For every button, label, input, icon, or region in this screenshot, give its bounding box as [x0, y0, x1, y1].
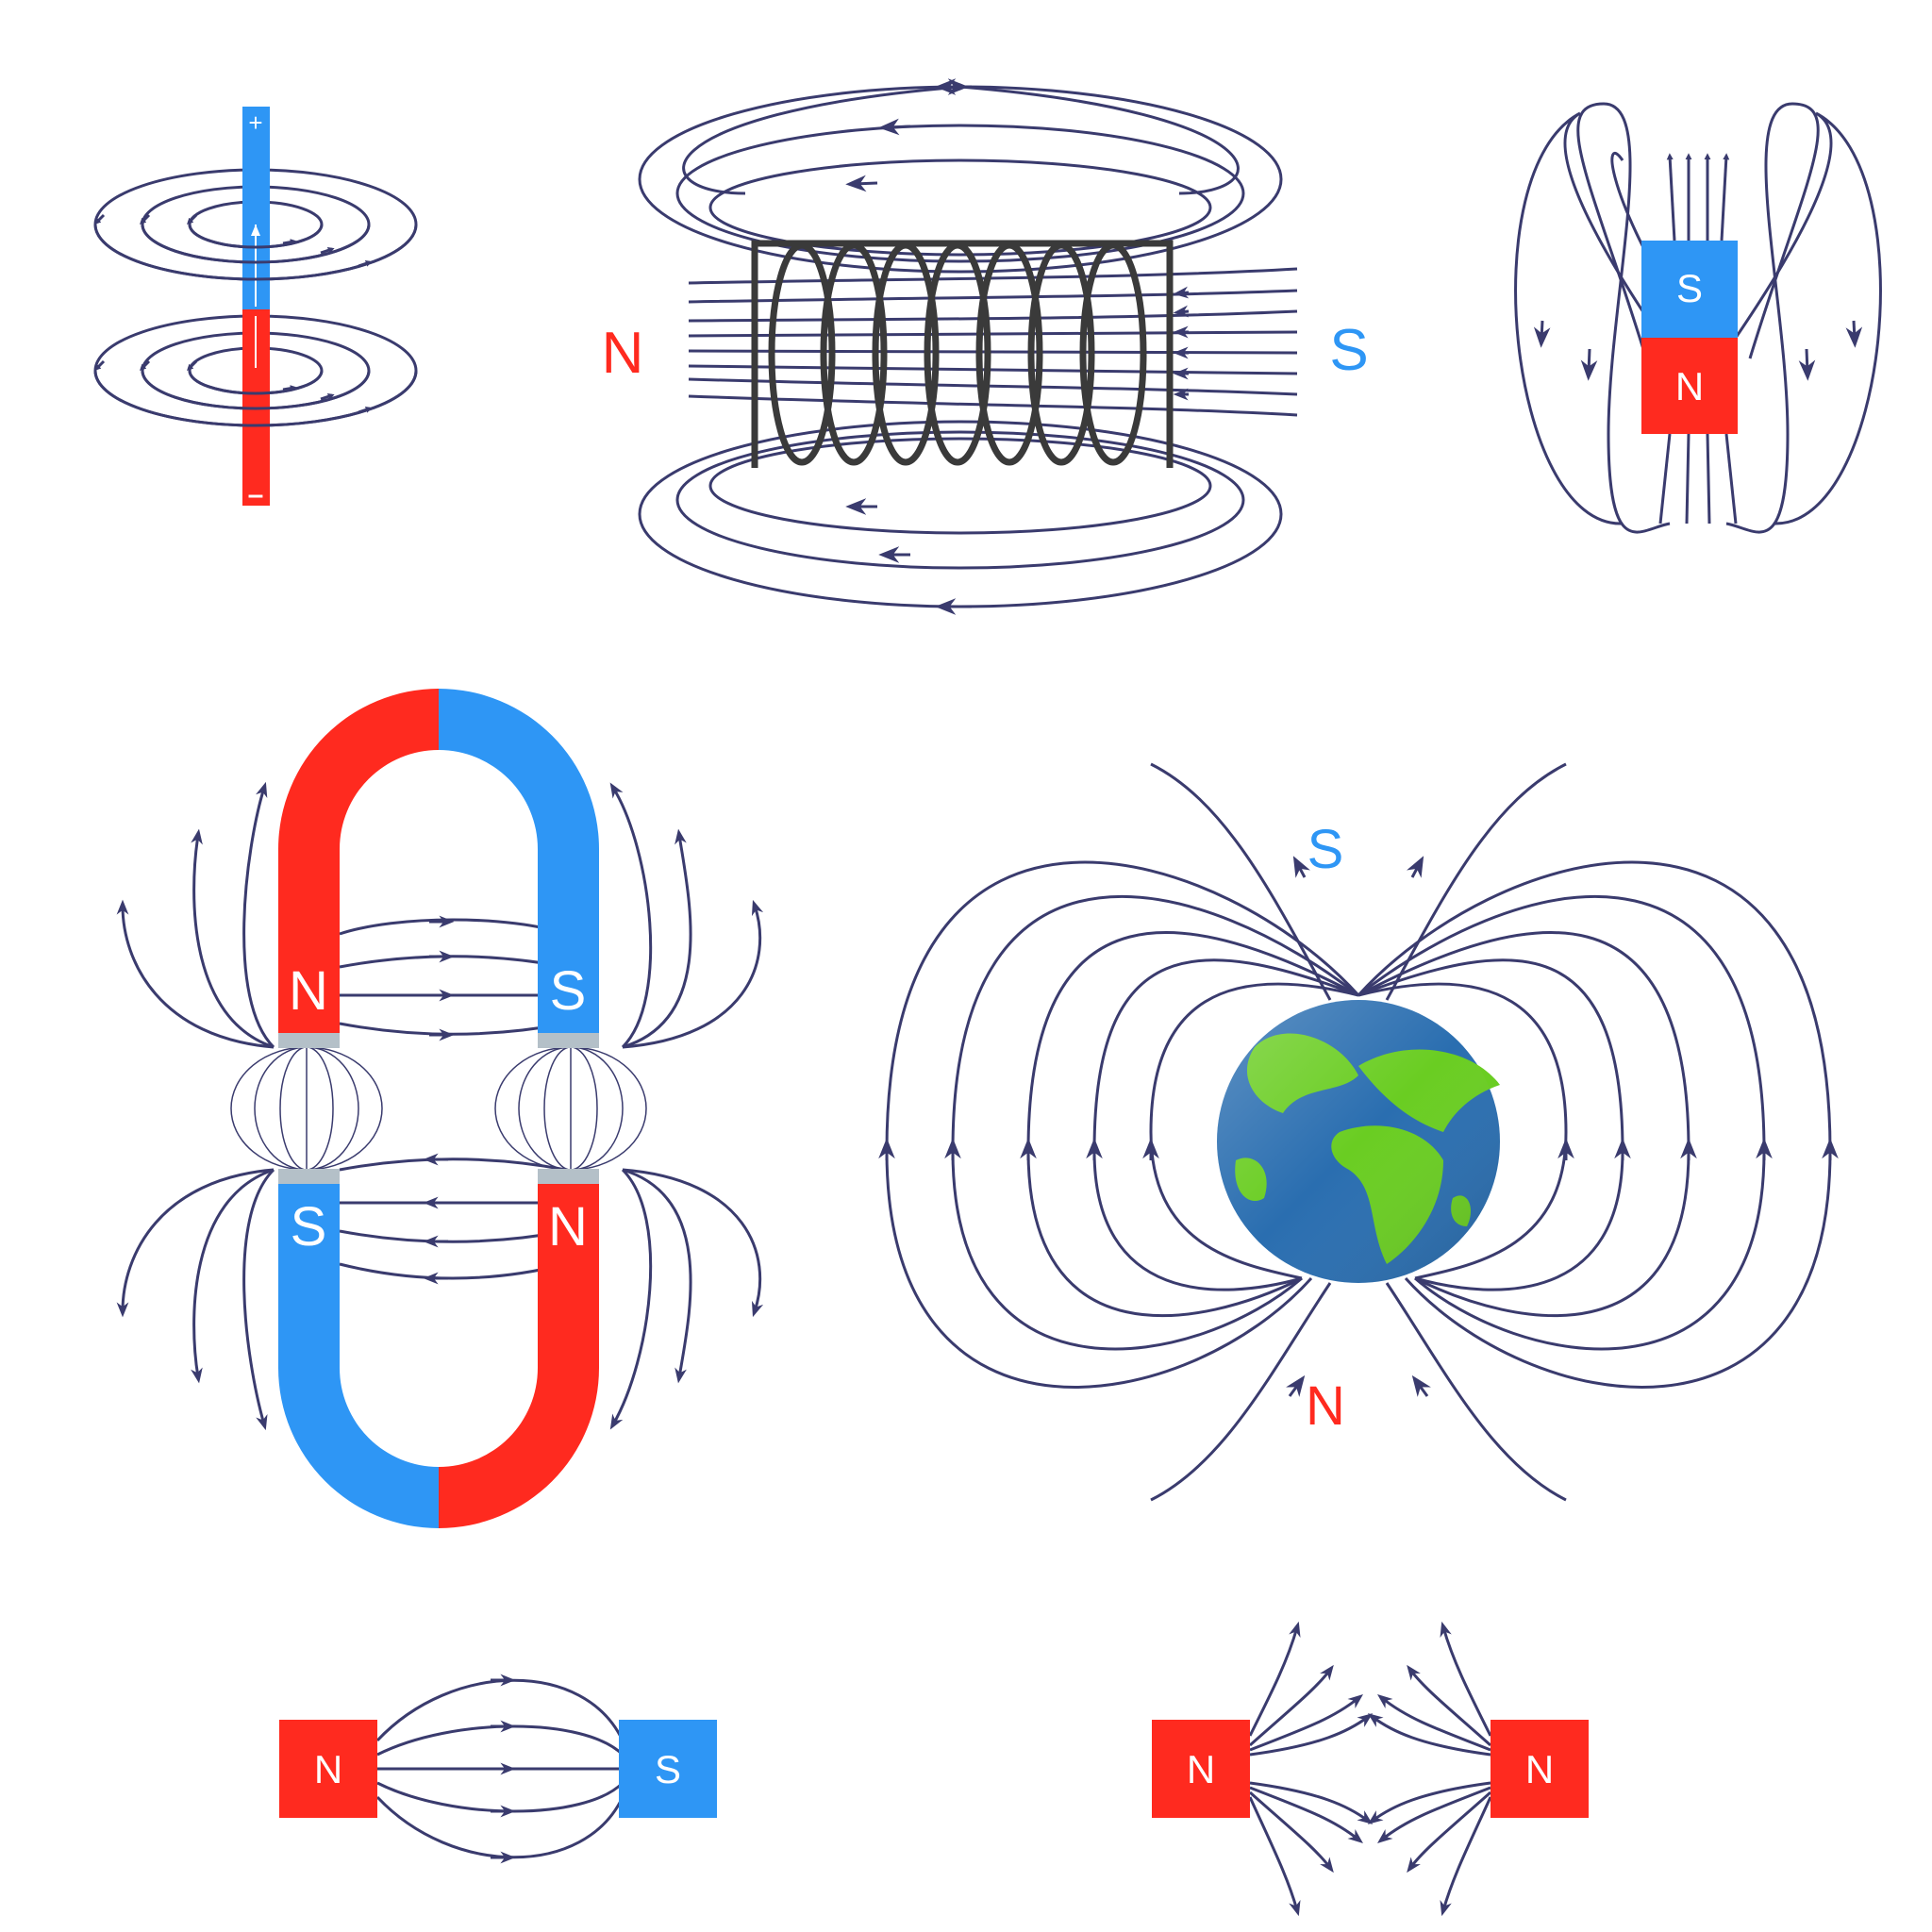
plus-sign: +: [248, 108, 262, 137]
horseshoe-bottom-left-arm: [278, 1184, 439, 1528]
earth-field-lines: [878, 762, 1839, 1502]
repulsion-field-lines: [1248, 1621, 1492, 1917]
horseshoe-top-left-arm: [278, 689, 439, 1033]
repulsion-right-north-block: [1491, 1720, 1589, 1818]
attraction-magnets: N S: [279, 1720, 717, 1818]
attraction-south-label: S: [655, 1747, 681, 1791]
horseshoe-gap-fields: [230, 1046, 647, 1171]
horseshoe-top-right-arm: [439, 689, 599, 1033]
repulsion-magnets: N N: [1152, 1720, 1589, 1818]
pole-cap: [538, 1169, 599, 1184]
pole-cap: [538, 1033, 599, 1048]
horseshoe-bottom-left-label: S: [291, 1196, 327, 1257]
bar-magnet: S N: [1641, 241, 1738, 434]
solenoid-diagram: [638, 78, 1298, 615]
attraction-field-lines: [375, 1674, 625, 1864]
earth-globe: [1217, 1000, 1500, 1283]
solenoid-north-label: N: [602, 321, 644, 386]
repulsion-left-north-block: [1152, 1720, 1250, 1818]
bar-magnet-north-label: N: [1675, 364, 1704, 408]
horseshoe-top-right-label: S: [550, 960, 587, 1022]
horseshoe-bottom-right-label: N: [548, 1196, 588, 1257]
solenoid-south-label: S: [1329, 318, 1368, 383]
bar-magnet-north-pole: [1641, 338, 1738, 434]
horseshoe-magnet: N S S N: [278, 689, 599, 1528]
bar-magnet-south-label: S: [1676, 266, 1703, 310]
bar-magnet-diagram: [1514, 102, 1882, 534]
earth-north-label: N: [1306, 1375, 1345, 1437]
horseshoe-bottom-right-arm: [439, 1184, 599, 1528]
pole-cap: [278, 1033, 340, 1048]
minus-sign: –: [248, 479, 264, 510]
horseshoe-top-left-label: N: [289, 960, 328, 1022]
attraction-north-label: N: [314, 1747, 342, 1791]
solenoid-coil: [751, 240, 1174, 468]
earth-south-label: S: [1307, 819, 1344, 880]
bar-magnet-south-pole: [1641, 241, 1738, 338]
horseshoe-field-lines: [116, 781, 764, 1431]
pole-cap: [278, 1169, 340, 1184]
repulsion-right-label: N: [1525, 1747, 1554, 1791]
attraction-south-block: [619, 1720, 717, 1818]
wire-rod: [242, 107, 270, 506]
repulsion-left-label: N: [1187, 1747, 1215, 1791]
attraction-north-block: [279, 1720, 377, 1818]
